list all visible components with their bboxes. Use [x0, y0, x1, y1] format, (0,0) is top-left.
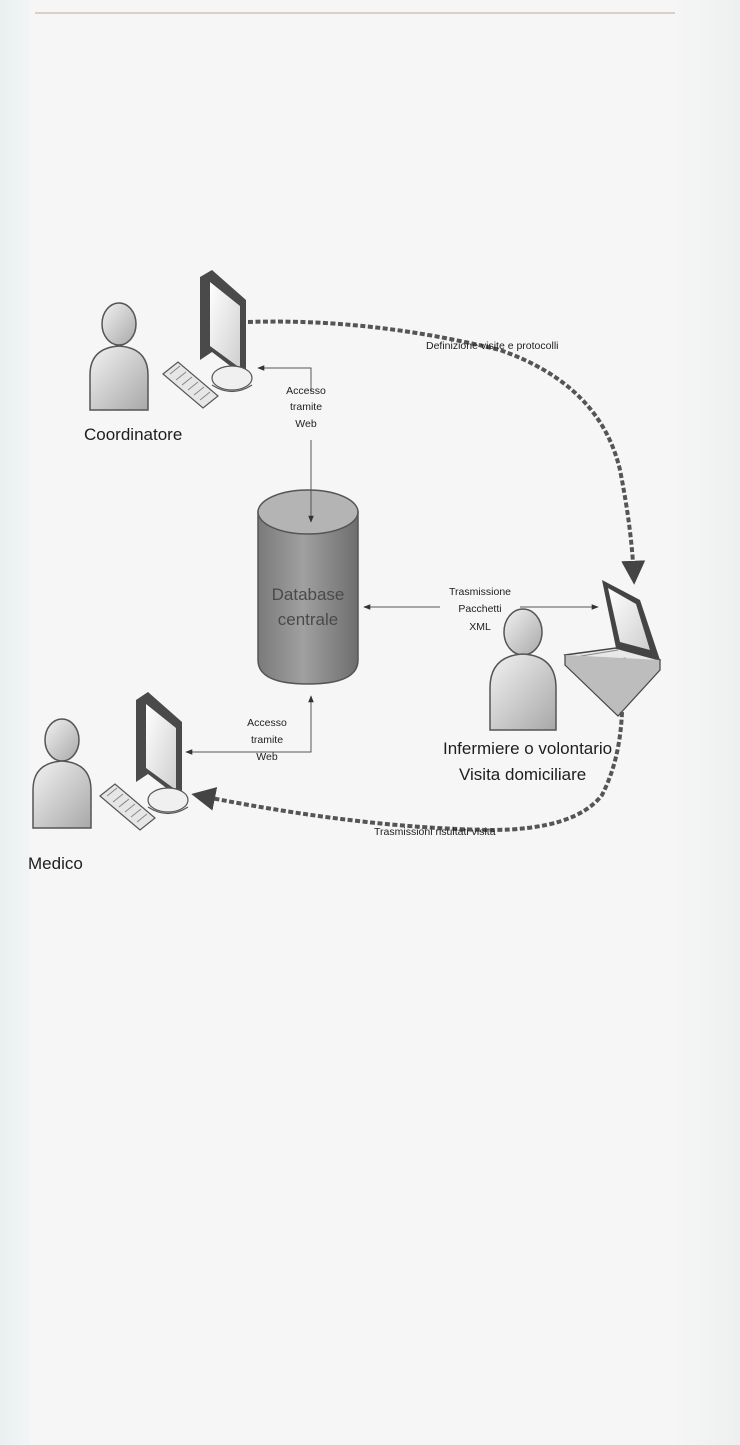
accesso-bottom-label-2: tramite [251, 734, 283, 746]
medico-desktop-computer-icon [136, 692, 189, 815]
scan-edge-left [0, 0, 30, 1445]
accesso-bottom-label-1: Accesso [247, 717, 287, 729]
medico-keyboard-icon [99, 783, 156, 831]
accesso-top-arrow-to-computer [257, 365, 312, 392]
xml-label-3: XML [469, 621, 491, 633]
definizione-dashed-arrow [247, 319, 646, 585]
medico-person-icon [32, 718, 92, 829]
infermiere-label-line1: Infermiere o volontario [443, 739, 612, 758]
infermiere-laptop-icon [563, 580, 662, 717]
accesso-top-label-3: Web [295, 418, 317, 430]
trasmissioni-label: Trasmissioni risultati visita [374, 826, 496, 838]
scan-edge-right [668, 0, 740, 1445]
xml-label-2: Pacchetti [458, 603, 501, 615]
xml-label-1: Trasmissione [449, 586, 511, 598]
database-label-line1: Database [272, 585, 345, 604]
coordinatore-person-icon [89, 302, 149, 411]
coordinatore-keyboard-icon [162, 361, 219, 409]
database-label-line2: centrale [278, 610, 338, 629]
medico-label: Medico [28, 854, 83, 873]
accesso-top-label-2: tramite [290, 401, 322, 413]
accesso-bottom-label-3: Web [256, 751, 278, 763]
infermiere-person-icon [489, 608, 557, 731]
coordinatore-label: Coordinatore [84, 425, 182, 444]
definizione-label: Definizione visite e protocolli [426, 340, 558, 352]
coordinatore-desktop-computer-icon [200, 270, 253, 393]
top-rule [35, 12, 675, 14]
trasmissioni-dashed-arrow [191, 711, 624, 833]
accesso-top-label-1: Accesso [286, 385, 326, 397]
infermiere-label-line2: Visita domiciliare [459, 765, 586, 784]
database-cylinder-icon [257, 489, 359, 685]
accesso-bottom-arrow-to-computer [185, 749, 312, 755]
